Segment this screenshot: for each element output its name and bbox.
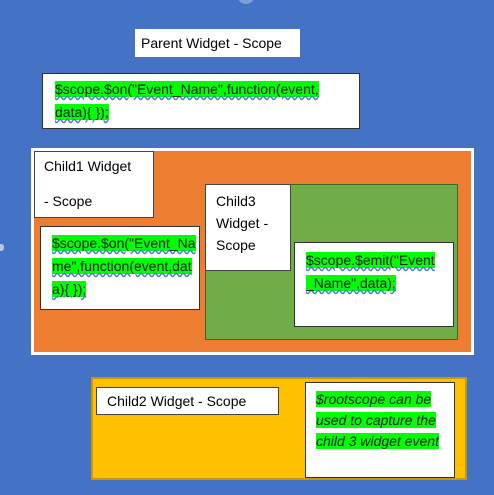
child1-title-box: Child1 Widget - Scope bbox=[34, 151, 154, 218]
child3-title-line3: Scope bbox=[216, 237, 256, 253]
parent-widget-title: Parent Widget - Scope bbox=[141, 35, 282, 51]
child3-title-box: Child3 Widget - Scope bbox=[205, 184, 291, 271]
child3-code-box: $scope.$emit("Event_Name",data); bbox=[294, 242, 454, 327]
parent-widget-title-box: Parent Widget - Scope bbox=[135, 29, 300, 57]
child2-title-box: Child2 Widget - Scope bbox=[96, 387, 279, 415]
child2-note-box: $rootscope can be used to capture the ch… bbox=[305, 382, 455, 478]
child3-title-line2: Widget - bbox=[216, 215, 269, 231]
child1-code-box: $scope.$on("Event_Name",function(event,d… bbox=[40, 226, 200, 310]
left-edge-mark bbox=[0, 244, 4, 251]
child3-title-line1: Child3 bbox=[216, 193, 256, 209]
parent-code: $scope.$on("Event_Name",function(event, … bbox=[55, 81, 319, 120]
child3-code: $scope.$emit("Event_Name",data); bbox=[306, 252, 435, 291]
child1-title-line2: - Scope bbox=[44, 193, 93, 209]
top-edge-mark bbox=[237, 0, 255, 4]
child1-code: $scope.$on("Event_Name",function(event,d… bbox=[52, 235, 196, 297]
child2-note: $rootscope can be used to capture the ch… bbox=[316, 391, 439, 449]
parent-code-box: $scope.$on("Event_Name",function(event, … bbox=[42, 73, 360, 129]
child2-title: Child2 Widget - Scope bbox=[107, 393, 247, 409]
child1-title-line1: Child1 Widget bbox=[44, 158, 132, 174]
